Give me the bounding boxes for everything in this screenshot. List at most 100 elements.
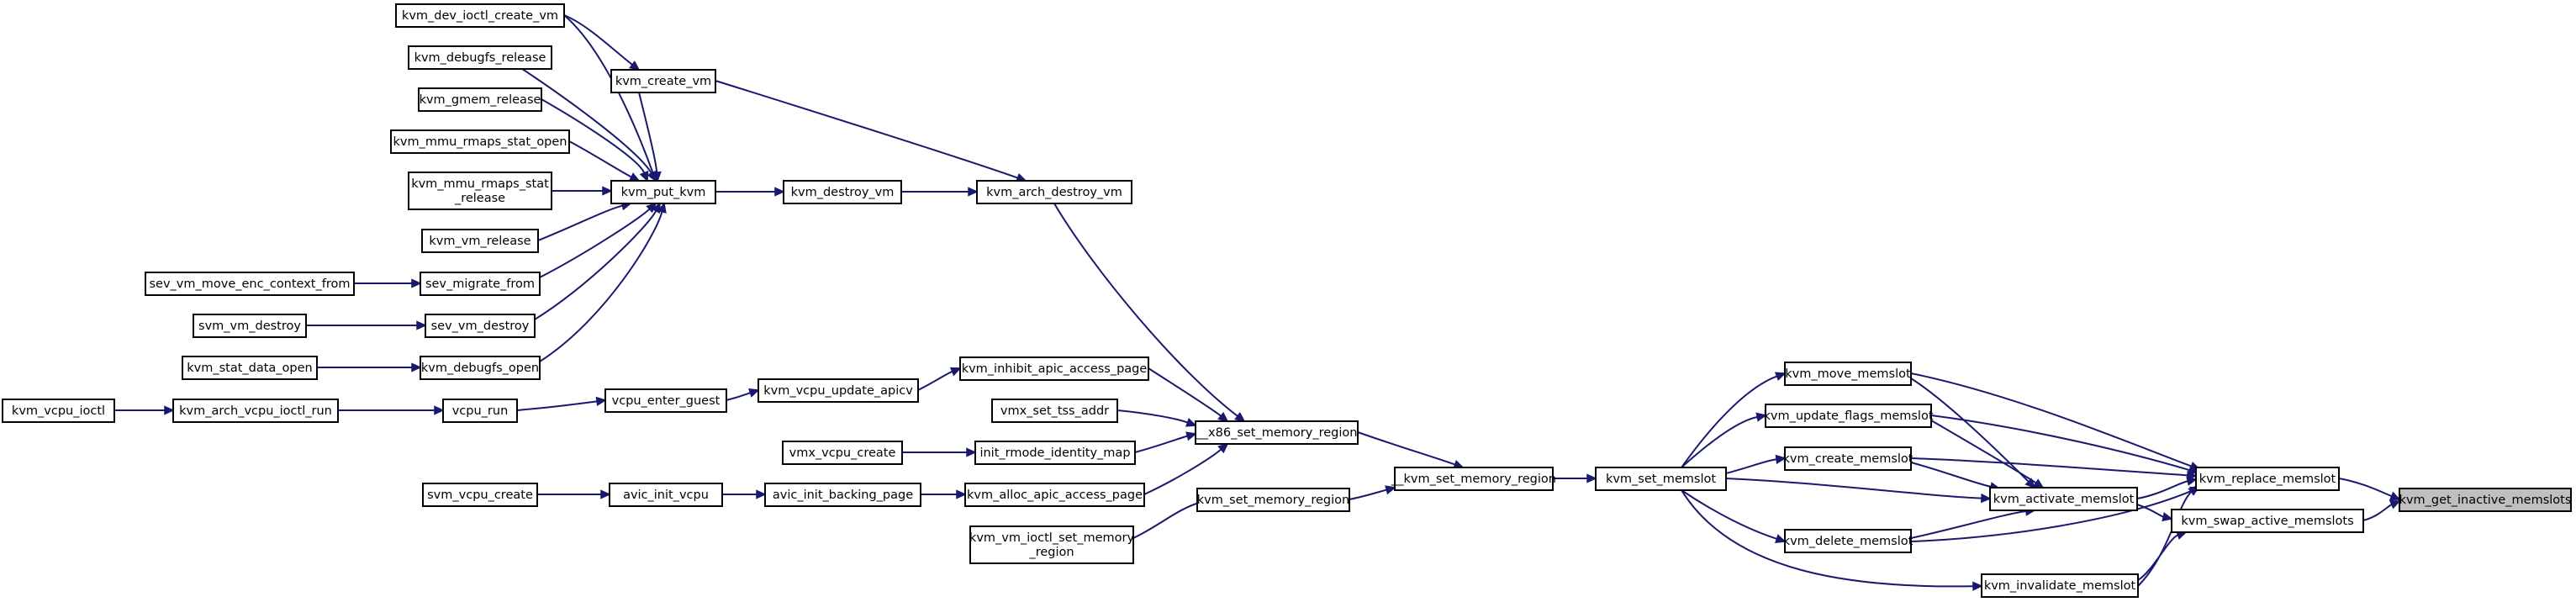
node-svm-vm-destroy[interactable]: svm_vm_destroy [193,314,307,338]
node-label: kvm_stat_data_open [187,362,313,375]
node-kvm-mmu-rmaps-stat-release[interactable]: kvm_mmu_rmaps_stat_release [408,172,552,210]
node-kvm-gmem-release[interactable]: kvm_gmem_release [418,87,542,112]
edge-n3-n1 [2362,500,2401,521]
node-avic-init-backing-page[interactable]: avic_init_backing_page [764,483,921,507]
edge-arrowhead [434,405,445,415]
edge-arrowhead [652,171,662,182]
edge-n18-n12 [1143,442,1229,495]
node-kvm-alloc-apic-access-page[interactable]: kvm_alloc_apic_access_page [964,483,1145,507]
edge-arrowhead [1774,372,1787,382]
node-kvm-invalidate-memslot[interactable]: kvm_invalidate_memslot [1981,573,2139,598]
node-vcpu-enter-guest[interactable]: vcpu_enter_guest [604,388,727,413]
edge-arrowhead [600,489,611,499]
node-kvm-arch-vcpu-ioctl-run[interactable]: kvm_arch_vcpu_ioctl_run [172,399,339,423]
node-box [604,388,727,413]
edge-arrowhead [949,367,962,377]
node-kvm-vm-ioctl-set-memory-region[interactable]: kvm_vm_ioctl_set_memory_region [969,525,1135,564]
node-kvm-destroy-vm[interactable]: kvm_destroy_vm [783,180,902,204]
edge-line [1132,500,1203,539]
edge-arrowhead [411,362,422,372]
node-kvm-stat-data-open[interactable]: kvm_stat_data_open [182,356,318,380]
node-kvm-vm-release[interactable]: kvm_vm_release [421,229,539,253]
node-sev-vm-move-enc-context-from[interactable]: sev_vm_move_enc_context_from [145,272,355,296]
node-kvm-create-vm[interactable]: kvm_create_vm [610,69,716,93]
node-kvm-inhibit-apic-access-page[interactable]: kvm_inhibit_apic_access_page [959,356,1149,381]
node-box [609,483,723,507]
edge-line [2136,480,2188,499]
node-box [421,229,539,253]
edge-arrowhead [1775,454,1787,465]
node-kvm-replace-memslot[interactable]: kvm_replace_memslot [2195,467,2340,491]
node-box [1196,488,1350,512]
node-kvm-swap-active-memslots[interactable]: kvm_swap_active_memslots [2171,509,2364,533]
node-kvm-mmu-rmaps-stat-open[interactable]: kvm_mmu_rmaps_stat_open [390,129,570,154]
node-box [1765,404,1932,428]
edge-line [1681,489,1777,540]
edge-n23-n21 [563,14,641,71]
node-kvm-get-inactive-memslots[interactable]: kvm_get_inactive_memslots [2399,488,2572,512]
edge-arrowhead [639,170,649,182]
edge-line [1681,375,1777,468]
node-kvm-activate-memslot[interactable]: kvm_activate_memslot [1989,487,2138,511]
node-box [757,378,919,403]
edge-arrowhead [602,186,613,196]
node-label: svm_vm_destroy [198,319,301,333]
edge-line [1910,457,2188,477]
node-sev-migrate-from[interactable]: sev_migrate_from [420,272,541,296]
edge-arrowhead [1385,485,1396,495]
node-box [1195,420,1359,445]
edge-n32-n31 [305,320,427,330]
node-kvm-debugfs-release[interactable]: kvm_debugfs_release [408,45,552,70]
node-avic-init-vcpu[interactable]: avic_init_vcpu [609,483,723,507]
node-kvm-dev-ioctl-create-vm[interactable]: kvm_dev_ioctl_create_vm [395,3,565,28]
edge-n42-n41 [721,489,767,499]
node-vcpu-run[interactable]: vcpu_run [442,399,518,423]
node-sev-vm-destroy[interactable]: sev_vm_destroy [425,314,536,338]
node-vmx-vcpu-create[interactable]: vmx_vcpu_create [782,441,903,465]
edge-n10-n5 [1681,489,1983,591]
nodes-layer: kvm_get_inactive_memslots kvm_replace_mem… [2,3,2572,598]
edge-arrowhead [416,320,427,330]
node-kvm-vcpu-update-apicv[interactable]: kvm_vcpu_update_apicv [757,378,919,403]
edge-n12-n11 [1357,431,1465,469]
node-kvm-put-kvm[interactable]: kvm_put_kvm [610,180,716,204]
edge-n43-n42 [536,489,611,499]
node-kvm-arch-destroy-vm[interactable]: kvm_arch_destroy_vm [976,180,1132,204]
node-box [420,356,541,380]
node-kvm-debugfs-open[interactable]: kvm_debugfs_open [420,356,541,380]
node-box [974,441,1136,465]
node-kvm-update-flags-memslot[interactable]: kvm_update_flags_memslot [1763,404,1934,428]
node-label: kvm_create_vm [615,75,711,88]
node-label: vcpu_enter_guest [612,394,721,408]
node-vmx-set-tss-addr[interactable]: vmx_set_tss_addr [991,399,1118,423]
node-init-rmode-identity-map[interactable]: init_rmode_identity_map [974,441,1136,465]
edge-line [516,400,598,411]
edge-n6-n2 [1910,372,2201,471]
node-box [172,399,339,423]
edge-line [1053,203,1238,417]
node-kvm-move-memslot[interactable]: kvm_move_memslot [1784,362,1912,386]
node-kvm-set-memslot[interactable]: kvm_set_memslot [1595,467,1727,491]
node-box [764,483,921,507]
node-kvm-delete-memslot[interactable]: kvm_delete_memslot [1783,529,1914,553]
edge-n8-n4 [1910,462,2001,492]
edge-n8-n2 [1910,457,2198,480]
node-label: kvm_set_memory_region [1197,494,1349,507]
node-x86-set-memory-region[interactable]: __x86_set_memory_region [1195,420,1359,445]
edge-arrowhead [1586,473,1597,483]
node-kvm-set-memory-region[interactable]: kvm_set_memory_region [1196,488,1350,512]
edge-n20-n19 [901,187,979,197]
node-label: kvm_invalidate_memslot [1984,579,2136,593]
node-kvm-vcpu-ioctl[interactable]: kvm_vcpu_ioctl [2,399,115,423]
node-svm-vcpu-create[interactable]: svm_vcpu_create [422,483,538,507]
node-label: kvm_vcpu_ioctl [12,404,105,418]
node-kvm-create-memslot[interactable]: kvm_create_memslot [1783,446,1914,471]
node-box [782,441,903,465]
node-label: vmx_vcpu_create [789,446,896,460]
node-label: _region [1028,546,1074,559]
edge-n37-n36 [516,396,607,411]
edge-arrowhead [968,187,979,197]
node-kvm-set-memory-region[interactable]: __kvm_set_memory_region [1391,467,1556,491]
edge-n38-n37 [338,405,445,415]
